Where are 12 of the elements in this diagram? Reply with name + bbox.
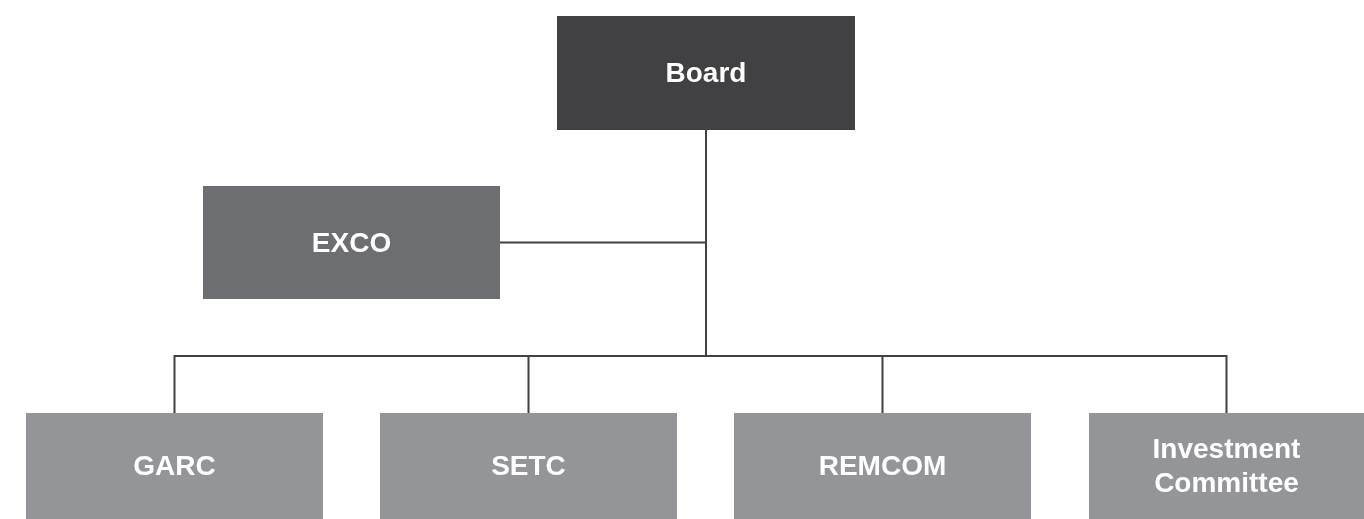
org-box [203, 186, 500, 299]
box-label: SETC [491, 449, 566, 483]
org-box [734, 413, 1031, 519]
box-label: Board [665, 56, 747, 90]
box-label: REMCOM [818, 449, 947, 483]
org-box [380, 413, 677, 519]
org-box [26, 413, 323, 519]
org-box [1089, 413, 1364, 519]
box-label: EXCO [311, 225, 392, 260]
box-label: Investment Committee [1151, 432, 1302, 500]
org-box [557, 16, 855, 130]
box-label: GARC [133, 449, 216, 483]
